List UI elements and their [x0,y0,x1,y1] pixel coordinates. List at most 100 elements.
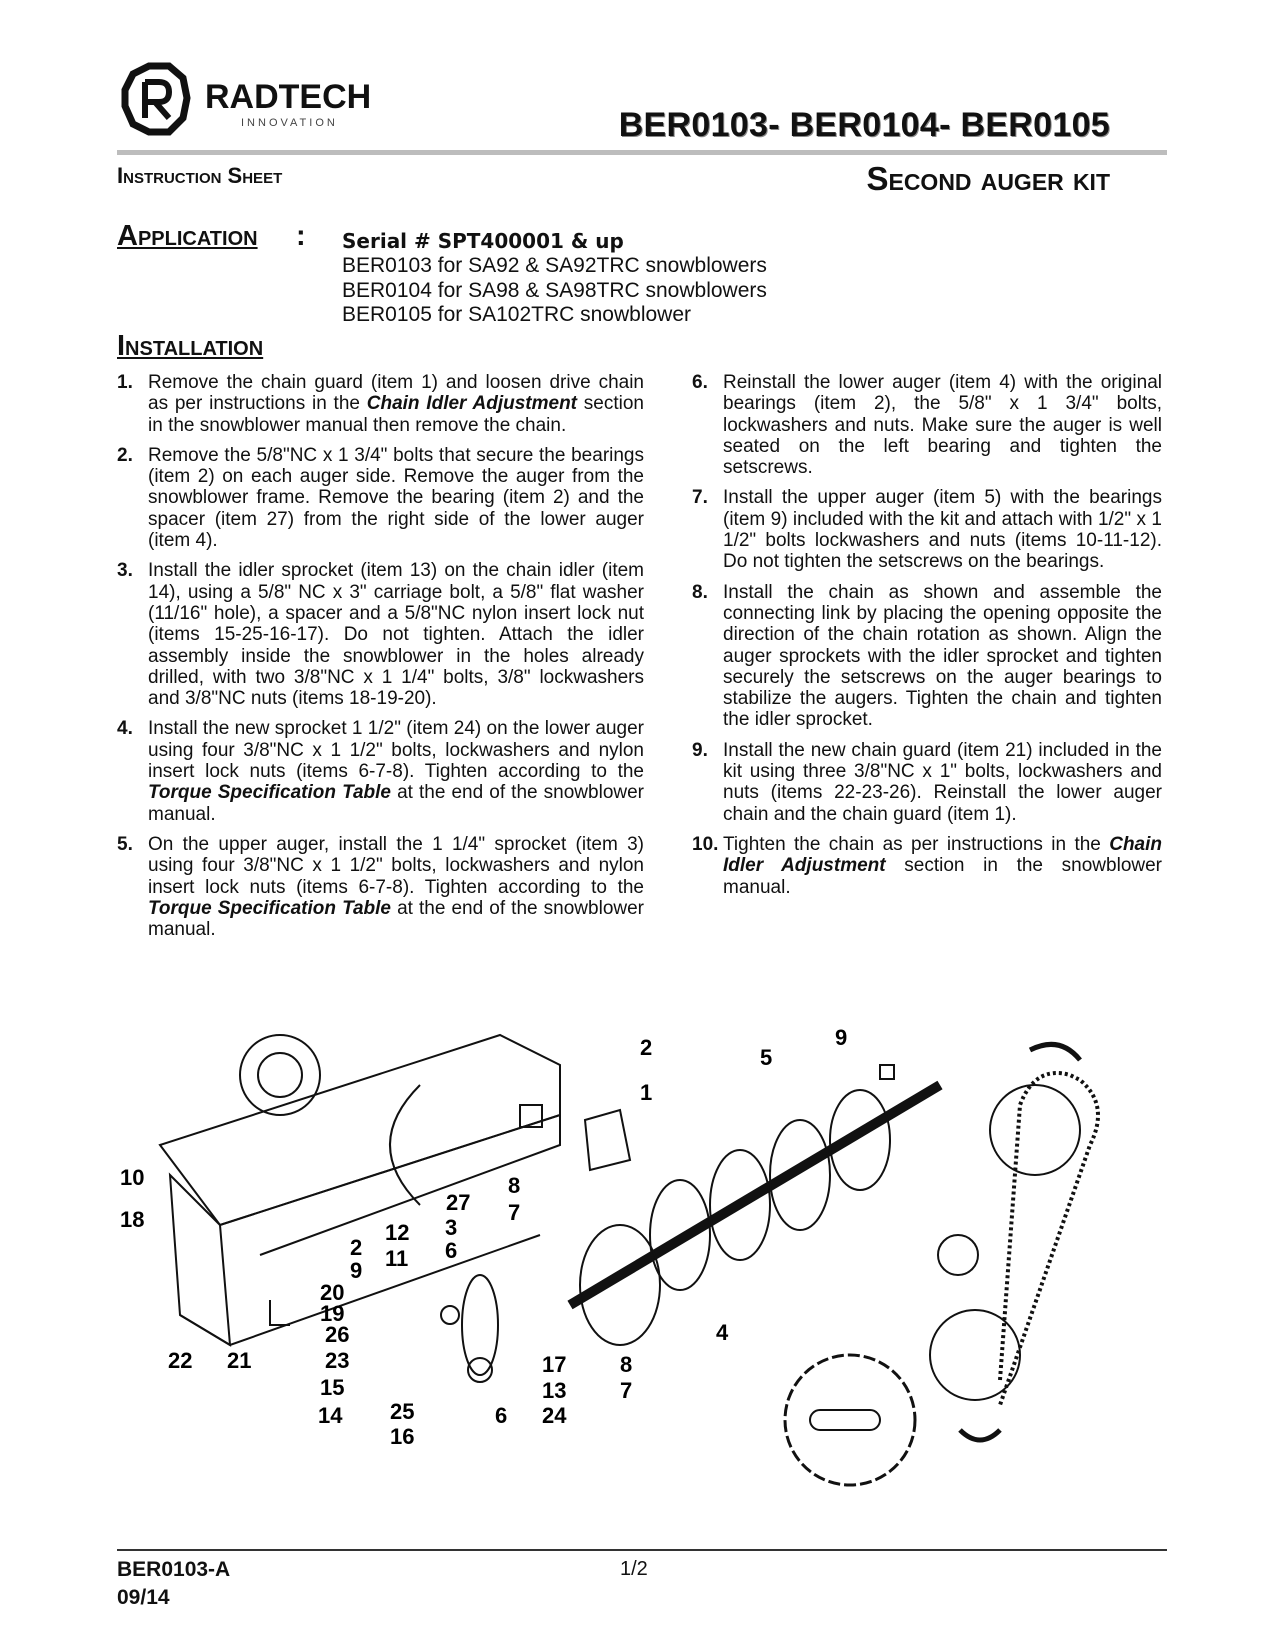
callout-label: 27 [446,1190,470,1215]
step-number: 1. [117,372,133,393]
callout-label: 17 [542,1352,566,1377]
step-text: Install the new chain guard (item 21) in… [723,739,1162,825]
install-step: 1. Remove the chain guard (item 1) and lo… [117,372,644,436]
idler-sprocket-13 [467,1357,493,1383]
callout-label: 6 [445,1238,457,1263]
step-emphasis: Chain Idler Adjustment [366,393,578,415]
page-number: 1/2 [620,1558,648,1580]
housing-side [168,1172,232,1347]
step-number: 3. [117,560,133,582]
callout-label: 24 [542,1403,567,1428]
step-number: 10. [692,833,719,855]
install-step: 9.Install the new chain guard (item 21) … [692,740,1162,825]
application-heading: Application [117,220,258,252]
callout-label: 1 [640,1080,652,1105]
application-line: BER0105 for SA102TRC snowblower [342,303,692,326]
step-text: Reinstall the lower auger (item 4) with … [723,372,1162,479]
callout-label: 4 [716,1320,729,1345]
step-text: section in the snowblower manual. [723,855,1162,898]
callout-label: 8 [620,1352,632,1377]
step-emphasis: Chain Idler Adjustment [723,833,1162,877]
install-step: 4. Install the new sprocket 1 1/2" (item … [117,718,644,824]
connecting-link-detail [783,1353,917,1487]
step-number: 5. [117,833,133,855]
step-text: Install the upper auger (item 5) with th… [723,487,1162,573]
step-number: 6. [692,372,708,393]
step-number: 8. [692,581,708,603]
callout-label: 14 [318,1403,343,1428]
application-list: BER0103 for SA92 & SA92TRC snowblowers B… [342,254,767,328]
brand-subtitle: INNOVATION [241,117,338,129]
step-emphasis: Torque Specification Table [148,782,391,804]
radtech-logo: RADTECH INNOVATION [117,62,417,142]
impeller-hub [257,1052,303,1098]
callout-label: 8 [508,1173,520,1198]
step-number: 7. [692,487,708,509]
step-text: Install the chain as shown and assemble … [723,581,1162,731]
install-step: 2.Remove the 5/8"NC x 1 3/4" bolts that … [117,445,644,551]
bearing-2 [519,1104,543,1128]
callout-label: 19 [320,1301,344,1326]
application-line: BER0103 for SA92 & SA92TRC snowblowers [342,254,767,277]
kit-title: Second auger kit [866,160,1110,197]
housing-front [219,1113,561,1256]
document-codes: BER0103- BER0104- BER0105 [618,106,1110,144]
callout-label: 9 [835,1025,847,1050]
callout-label: 2 [350,1235,362,1260]
callout-label: 23 [325,1348,349,1373]
install-step: 5. On the upper auger, install the 1 1/4"… [117,834,644,940]
drive-chain-small [461,1274,499,1376]
chain-guard-21 [269,1300,290,1326]
step-text: section in the snowblower manual then re… [148,393,644,436]
lower-auger-shaft [567,1080,943,1310]
lower-sprocket [929,1309,1021,1401]
footer-doc-code: BER0103-A [117,1558,231,1581]
step-emphasis: Torque Specification Table [148,897,391,919]
step-text: Remove the chain guard (item 1) and loos… [148,372,644,415]
bearing-9-lower [440,1305,460,1325]
callout-label: 10 [120,1165,144,1190]
impeller-ring [239,1034,321,1116]
connecting-link [809,1409,881,1431]
step-text: Install the idler sprocket (item 13) on … [148,560,644,710]
chain-guard-1 [583,1108,632,1172]
auger-flight [769,1119,831,1231]
callout-label: 20 [320,1280,344,1305]
callout-label: 26 [325,1322,349,1347]
callout-label: 16 [390,1424,414,1449]
step-text: at the end of the snowblower manual. [148,782,644,825]
callout-label: 13 [542,1378,566,1403]
callout-label: 3 [445,1215,457,1240]
step-text: at the end of the snowblower manual. [148,897,644,941]
auger-flight [709,1149,771,1261]
callout-label: 12 [385,1220,409,1245]
rotation-arrow-top [1028,1041,1082,1062]
callout-label: 7 [508,1200,520,1225]
bearing-9 [879,1064,895,1080]
callout-label: 15 [320,1375,344,1400]
housing-bottom [179,1234,541,1347]
step-text: Remove the 5/8"NC x 1 3/4" bolts that se… [148,444,644,552]
footer-rule [117,1549,1167,1551]
impeller-blade [389,1084,421,1206]
serial-range: Serial # SPT400001 & up [342,229,624,253]
callout-label: 5 [760,1045,772,1070]
step-number: 4. [117,718,133,740]
step-text: Tighten the chain as per instructions in… [723,833,1110,855]
callout-label: 22 [168,1348,192,1373]
footer-date: 09/14 [117,1586,170,1609]
idler-sprocket [937,1234,979,1276]
auger-flight [829,1089,891,1191]
install-step: 6. Reinstall the lower auger (item 4) wit… [692,372,1162,478]
auger-flight [649,1179,711,1291]
step-text: Install the new sprocket 1 1/2" (item 24… [148,718,644,783]
callout-label: 11 [385,1246,408,1271]
rotation-arrow-bottom [958,1428,1002,1443]
application-colon: : [296,220,306,252]
brand-name: RADTECH [205,78,371,116]
drive-chain-loop [998,1071,1100,1406]
install-step: 7. Install the upper auger (item 5) with … [692,487,1162,572]
callout-label: 18 [120,1207,144,1232]
upper-sprocket [989,1084,1081,1176]
step-text: On the upper auger, install the 1 1/4" s… [148,833,644,898]
